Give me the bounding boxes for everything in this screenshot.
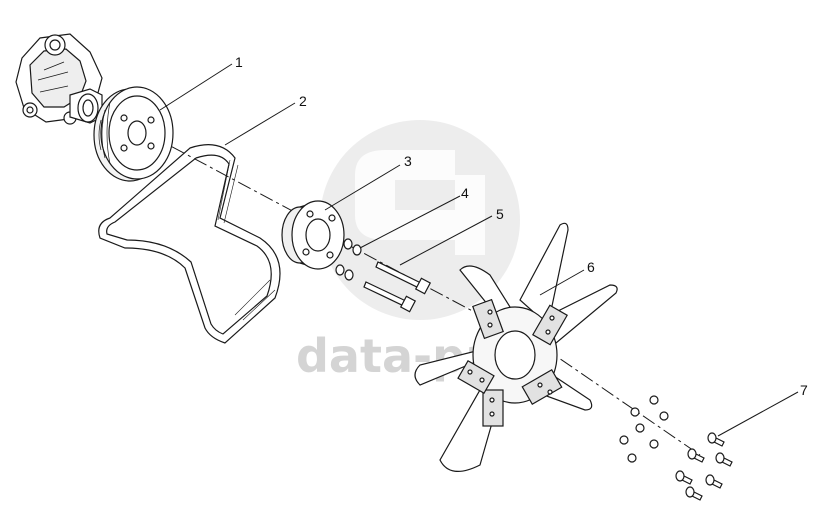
callout-6: 6 — [587, 259, 595, 275]
water-pump — [15, 33, 103, 125]
drive-belt — [98, 144, 281, 344]
fan-hub — [281, 200, 345, 270]
callout-3: 3 — [404, 153, 412, 169]
long-bolts — [363, 261, 432, 313]
watermark: data-pa — [296, 120, 520, 383]
short-bolts — [675, 432, 733, 501]
callout-5: 5 — [496, 206, 504, 222]
callout-labels: 1 2 3 4 5 6 7 — [235, 54, 808, 398]
leader-lines — [159, 63, 799, 437]
cooling-fan — [414, 222, 618, 472]
nuts — [619, 395, 669, 463]
callout-1: 1 — [235, 54, 243, 70]
callout-4: 4 — [461, 185, 469, 201]
callout-7: 7 — [800, 382, 808, 398]
pump-pulley — [93, 86, 174, 182]
callout-2: 2 — [299, 93, 307, 109]
washers — [335, 238, 362, 281]
